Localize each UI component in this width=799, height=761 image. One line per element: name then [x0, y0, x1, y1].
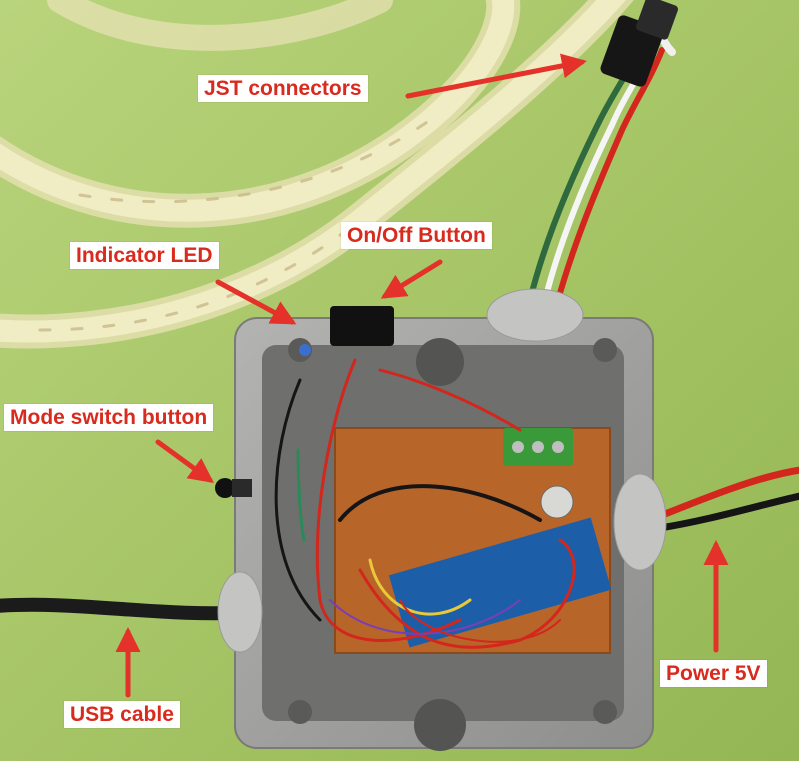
on-off-switch — [330, 306, 394, 346]
right-cable-gland — [613, 473, 667, 571]
microcontroller-board — [388, 517, 612, 648]
arrow-on-off — [380, 259, 443, 299]
internal-wires — [274, 358, 576, 649]
arrow-indicator-led — [215, 279, 297, 325]
jst-connectors-label: JST connectors — [198, 75, 368, 102]
left-cable-gland — [217, 571, 263, 653]
annotation-arrows — [115, 53, 729, 698]
top-cable-gland — [486, 288, 584, 342]
jst-connector — [600, 0, 679, 87]
arrow-mode-switch — [155, 439, 215, 483]
indicator-led-label: Indicator LED — [70, 242, 219, 269]
mode-switch-button — [215, 478, 235, 498]
usb-cable-label: USB cable — [64, 701, 180, 728]
arrow-jst — [405, 53, 587, 99]
enclosure — [215, 288, 667, 751]
indicator-led — [299, 344, 311, 356]
on-off-button-label: On/Off Button — [341, 222, 492, 249]
led-strip — [0, 0, 634, 349]
mode-switch-button-label: Mode switch button — [4, 404, 214, 431]
power-cable — [656, 466, 799, 532]
capacitor — [540, 485, 574, 519]
power-5v-label: Power 5V — [660, 660, 767, 687]
